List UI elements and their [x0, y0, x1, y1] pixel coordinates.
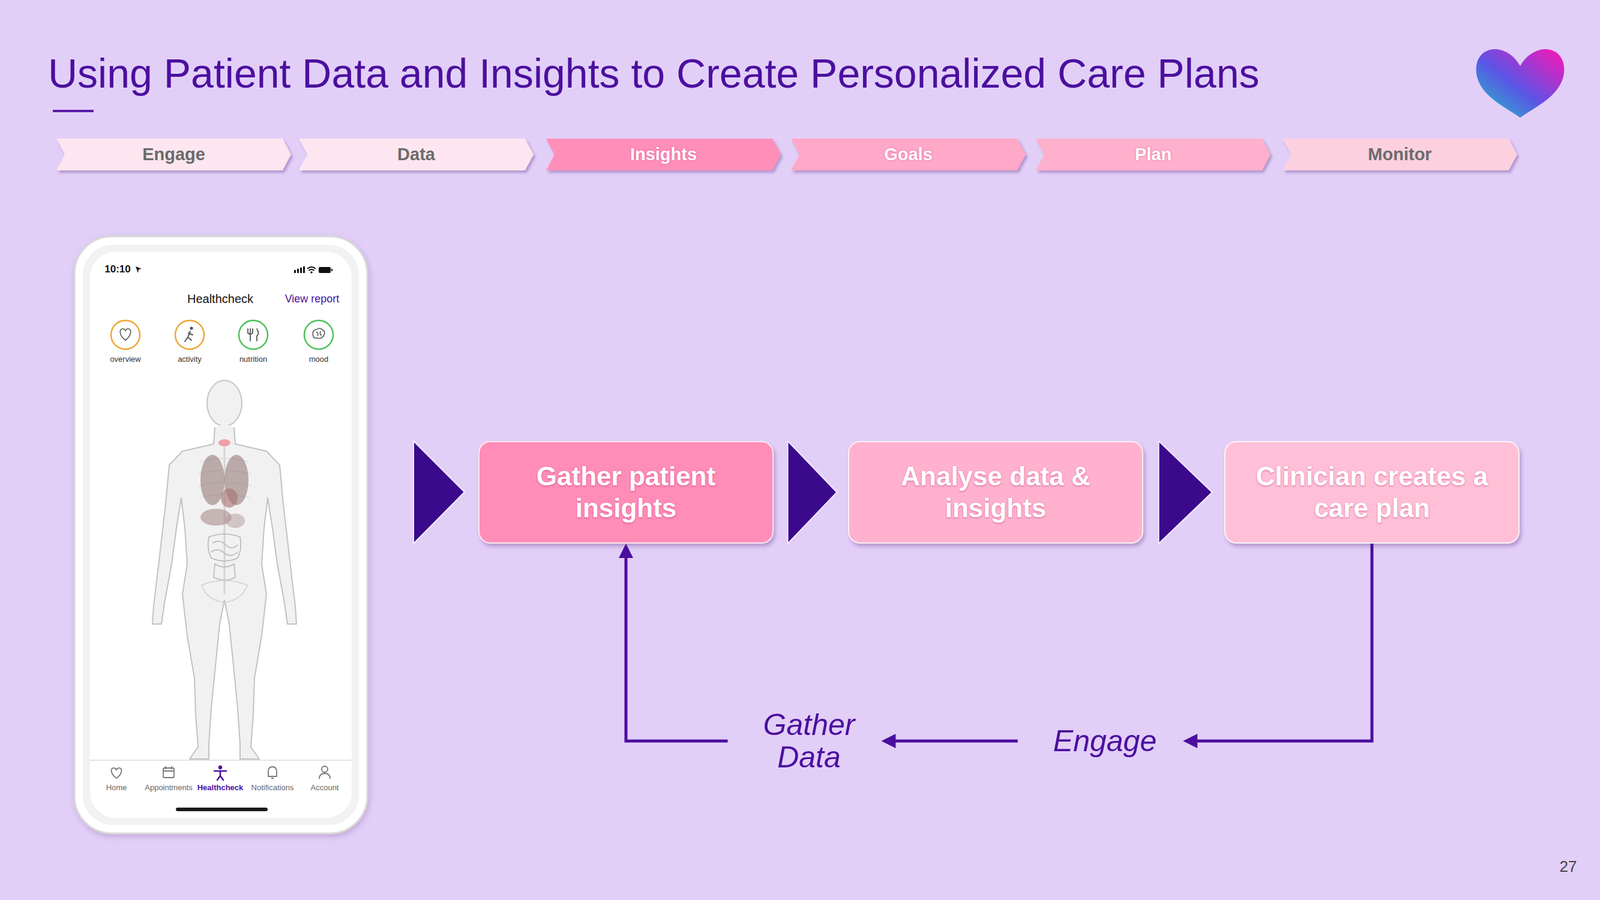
box-label: Gather patient insights	[492, 460, 760, 525]
phone-mockup-part	[189, 326, 193, 330]
phone-mockup-part	[300, 267, 302, 274]
arrowhead	[618, 543, 634, 559]
flow-chevron-arrow	[787, 441, 838, 544]
app-ui-text: Notifications	[251, 783, 295, 793]
app-ui-text: activity	[177, 355, 202, 365]
arrowhead	[1182, 733, 1198, 749]
phone-mockup-part	[318, 267, 331, 274]
app-ui-text: mood	[309, 355, 329, 365]
app-ui-text: 10:10	[104, 263, 131, 276]
phone-mockup-part	[310, 271, 313, 274]
title-underline	[52, 109, 94, 113]
phone-mockup-part	[120, 328, 131, 341]
phone-mockup-part	[214, 771, 227, 781]
step-label: Plan	[1134, 144, 1172, 165]
process-step-chevron: Monitor	[1282, 138, 1518, 171]
phone-mockup	[74, 236, 368, 834]
page-number: 27	[1559, 858, 1578, 877]
anatomy-figure-part	[152, 427, 225, 760]
phone-mockup-part	[163, 768, 175, 778]
flow-label: Gather Data	[760, 708, 858, 774]
phone-mockup-part	[90, 252, 352, 819]
phone-mockup-part	[90, 759, 352, 761]
process-step-chevron: Data	[298, 138, 534, 171]
slide-title: Using Patient Data and Insights to Creat…	[48, 49, 1260, 99]
phone-mockup-part	[268, 766, 277, 779]
app-ui-text: overview	[109, 355, 141, 365]
anatomy-figure-part-part	[224, 427, 297, 760]
anatomy-figure-part	[152, 423, 225, 760]
step-label: Insights	[630, 144, 697, 165]
anatomy-figure	[152, 380, 297, 760]
phone-mockup-part	[312, 328, 325, 339]
phone-mockup-part	[135, 266, 142, 274]
app-ui-text: View report	[285, 292, 340, 306]
app-ui-text: nutrition	[239, 355, 268, 365]
process-step-chevron: Engage	[56, 138, 292, 171]
phone-mockup-part	[218, 765, 223, 770]
phone-mockup-part	[238, 320, 268, 350]
chevron-outline	[56, 138, 292, 171]
app-ui-text: Healthcheck	[187, 292, 254, 307]
chevron-outline	[298, 138, 534, 171]
app-ui-text: Appointments	[144, 783, 193, 793]
brand-heart-logo	[1476, 49, 1565, 118]
anatomy-figure-part	[224, 423, 297, 760]
phone-mockup-part	[175, 807, 268, 812]
process-step-chevron: Plan	[1035, 138, 1271, 171]
flow-connector	[1158, 441, 1213, 544]
chevron-outline	[1035, 138, 1271, 171]
anatomy-figure-part	[200, 454, 225, 506]
phone-mockup-part	[304, 320, 334, 350]
step-label: Data	[397, 144, 436, 165]
phone-mockup-part	[321, 766, 328, 773]
anatomy-figure-part	[220, 488, 238, 508]
chevron-outline	[790, 138, 1026, 171]
phone-mockup-part	[331, 268, 333, 272]
phone-mockup-part	[111, 320, 140, 350]
step-label: Monitor	[1367, 144, 1432, 165]
app-ui-text: Healthcheck	[197, 783, 244, 793]
phone-mockup-part	[111, 768, 122, 779]
anatomy-figure-part	[218, 439, 231, 447]
start-chevron	[413, 441, 465, 544]
phone-mockup-part	[294, 270, 296, 274]
phone-mockup-part	[163, 766, 175, 772]
process-box: Analyse data & insights	[848, 441, 1144, 544]
phone-mockup-part	[303, 266, 305, 274]
process-step-chevron: Goals	[790, 138, 1026, 171]
flow-connector	[787, 441, 838, 544]
anatomy-figure-part	[208, 534, 242, 581]
step-label: Engage	[142, 144, 206, 165]
process-step-chevron: Insights	[546, 138, 781, 171]
box-label: Analyse data & insights	[862, 460, 1129, 525]
phone-mockup-part	[74, 236, 368, 834]
process-box: Gather patient insights	[478, 441, 774, 544]
phone-mockup-part	[307, 267, 316, 271]
arrowhead	[881, 733, 896, 749]
anatomy-figure-part	[201, 580, 248, 604]
loop-line	[625, 543, 1372, 742]
chevron-outline	[1282, 138, 1518, 171]
app-ui-text: Account	[310, 783, 340, 793]
phone-mockup-part	[247, 328, 259, 341]
chevron-outline	[546, 138, 781, 171]
box-label: Clinician creates a care plan	[1238, 460, 1506, 525]
phone-mockup-part	[297, 268, 299, 274]
phone-mockup-part	[184, 331, 193, 342]
anatomy-figure-part-part	[224, 423, 297, 760]
connector-label: Engage	[1050, 724, 1159, 758]
anatomy-figure-part	[225, 513, 245, 529]
step-label: Goals	[884, 144, 933, 165]
process-box: Clinician creates a care plan	[1224, 441, 1520, 544]
phone-mockup-part	[82, 244, 359, 826]
phone-mockup-part	[175, 320, 205, 350]
phone-mockup-part	[319, 773, 331, 779]
feedback-loop-connector	[618, 543, 1372, 749]
flow-chevron-arrow	[1158, 441, 1213, 544]
app-ui-text: Home	[106, 783, 128, 793]
anatomy-figure-part	[207, 380, 242, 427]
